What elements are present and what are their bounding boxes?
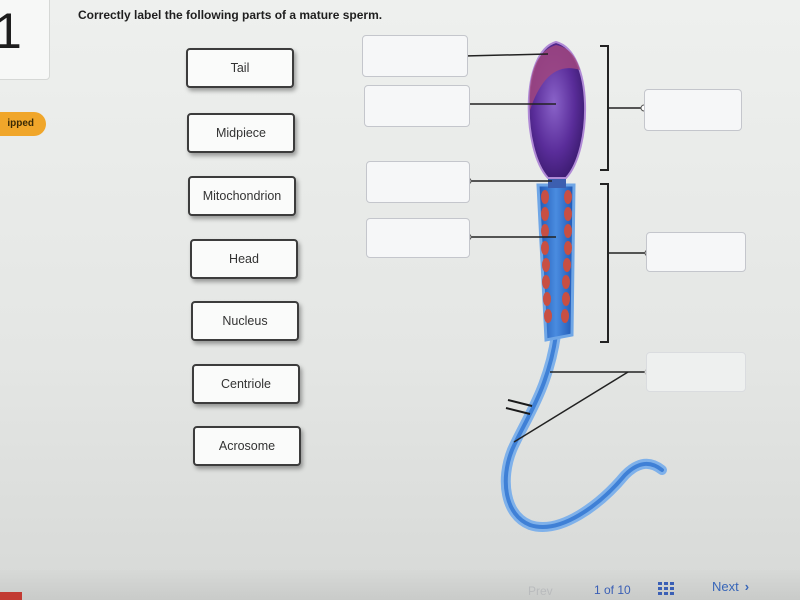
drop-target-mitochondrion[interactable]	[366, 218, 470, 258]
break-mark	[505, 407, 531, 415]
break-mark	[507, 399, 533, 407]
label-chip-midpiece[interactable]: Midpiece	[187, 113, 295, 153]
drop-target-centriole[interactable]	[366, 161, 470, 203]
acrosome-cap	[529, 45, 580, 110]
question-instruction: Correctly label the following parts of a…	[78, 8, 383, 22]
label-chip-text: Acrosome	[218, 439, 276, 453]
leader-line	[463, 53, 549, 57]
drop-target-midpiece[interactable]	[646, 232, 746, 272]
head-bracket	[600, 45, 609, 171]
skipped-status-badge: ipped	[0, 112, 46, 136]
label-chip-head[interactable]: Head	[190, 239, 298, 279]
mitochondria-spiral	[541, 190, 572, 323]
label-chip-centriole[interactable]: Centriole	[192, 364, 300, 404]
corner-indicator	[0, 592, 22, 600]
label-chip-acrosome[interactable]: Acrosome	[193, 426, 301, 466]
chevron-right-icon: ›	[744, 579, 750, 594]
midpiece-bracket	[600, 183, 609, 343]
label-chip-text: Tail	[230, 61, 250, 75]
leader-line	[513, 371, 629, 443]
tail-region	[500, 330, 667, 532]
label-chip-text: Midpiece	[215, 126, 267, 140]
head-region	[527, 40, 586, 179]
next-button[interactable]: Next ›	[712, 579, 749, 594]
drop-target-head[interactable]	[644, 89, 742, 131]
label-chip-text: Centriole	[220, 377, 272, 391]
next-label: Next	[712, 579, 739, 594]
page-indicator: 1 of 10	[594, 583, 631, 597]
footer-bar	[0, 570, 800, 600]
prev-button[interactable]: Prev	[528, 584, 553, 598]
drop-target-nucleus[interactable]	[364, 85, 470, 127]
label-chip-tail[interactable]: Tail	[186, 48, 294, 88]
midpiece-region	[536, 183, 576, 342]
question-grid-icon[interactable]	[658, 582, 674, 596]
label-chip-text: Mitochondrion	[202, 189, 282, 203]
question-number: 1	[0, 3, 22, 59]
drop-target-tail[interactable]	[646, 352, 746, 392]
label-chip-text: Head	[229, 252, 259, 266]
question-number-card	[0, 0, 50, 80]
label-chip-text: Nucleus	[222, 314, 268, 328]
label-chip-mitochondrion[interactable]: Mitochondrion	[188, 176, 296, 216]
label-chip-nucleus[interactable]: Nucleus	[191, 301, 299, 341]
drop-target-acrosome[interactable]	[362, 35, 468, 77]
